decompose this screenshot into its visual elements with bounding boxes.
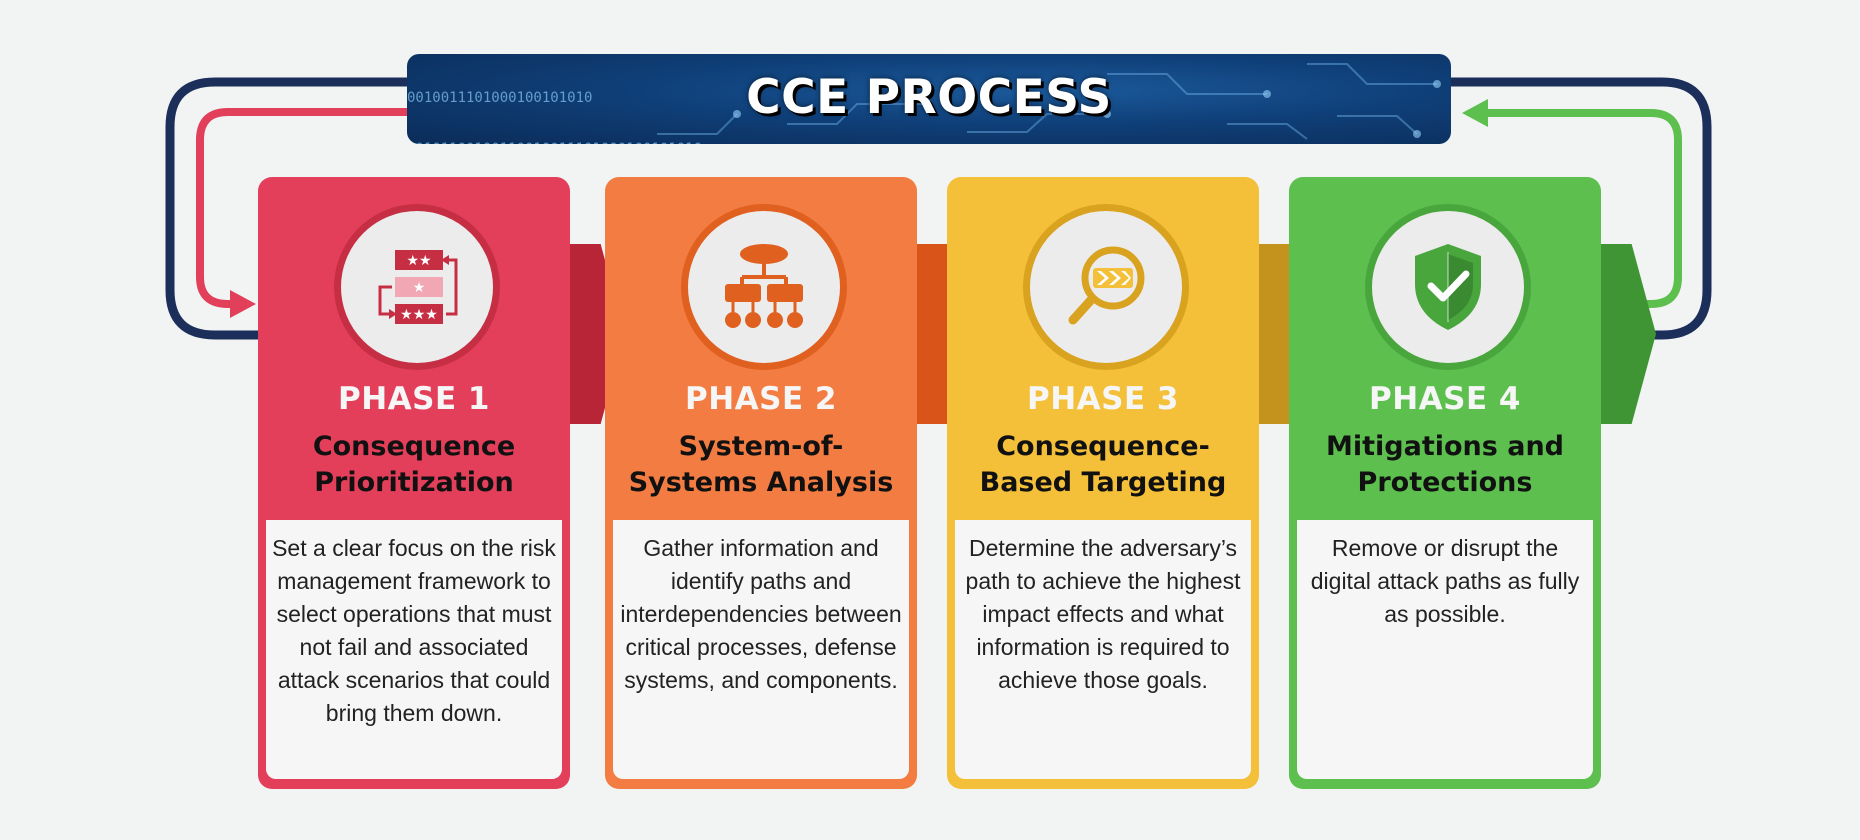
phase-2-label: PHASE 2 xyxy=(684,381,838,417)
phase-4-description-box: Remove or disrupt the digital attack pat… xyxy=(1297,520,1593,779)
phase-4-title: Mitigations and Protections xyxy=(1293,429,1597,501)
circuit-pattern xyxy=(657,63,1441,140)
phase-2-card: PHASE 2 System-of- Systems Analysis Gath… xyxy=(605,177,917,789)
phase-1-title-line: Prioritization xyxy=(314,467,514,498)
phase-3-icon-circle xyxy=(1023,204,1189,370)
svg-text:★★: ★★ xyxy=(406,253,431,269)
phase-4-title-line: Mitigations and xyxy=(1325,431,1564,462)
phase-1-card: ★★ ★ ★★★ PHASE 1 Consequence Prioritizat… xyxy=(258,177,570,789)
shield-check-icon xyxy=(1415,244,1481,330)
phase-3-description-box: Determine the adversary’s path to achiev… xyxy=(955,520,1251,779)
phase-1-label: PHASE 1 xyxy=(337,381,491,417)
phase-1-title-line: Consequence xyxy=(312,431,516,462)
phase-4-title-line: Protections xyxy=(1357,467,1533,498)
binary-code-pattern: 0010011101000100101010 00101100100110010… xyxy=(407,56,702,144)
phase-2-title-line: System-of- xyxy=(678,431,844,462)
phase-1-description-box: Set a clear focus on the risk management… xyxy=(266,520,562,779)
phase-2-title: System-of- Systems Analysis xyxy=(609,429,913,501)
left-arrow-loop xyxy=(196,108,407,308)
phase-3-title-line: Consequence- xyxy=(996,431,1210,462)
left-outer-loop xyxy=(165,77,407,340)
phase-1-title: Consequence Prioritization xyxy=(262,429,566,501)
phase-4-label: PHASE 4 xyxy=(1368,381,1522,417)
page-title: CCE PROCESS xyxy=(746,70,1112,125)
phase-4-card: PHASE 4 Mitigations and Protections Remo… xyxy=(1289,177,1601,789)
binary-line: 0010011101000100101010 xyxy=(407,90,593,106)
phase-3-title-line: Based Targeting xyxy=(979,467,1227,498)
right-arrowhead xyxy=(1462,99,1488,127)
phase-2-description: Gather information and identify paths an… xyxy=(620,535,902,693)
phase-1-icon-circle: ★★ ★ ★★★ xyxy=(334,204,500,370)
svg-text:★: ★ xyxy=(413,280,426,296)
phase-3-label: PHASE 3 xyxy=(1026,381,1180,417)
phase-1-description: Set a clear focus on the risk management… xyxy=(272,535,556,726)
phase-3-description: Determine the adversary’s path to achiev… xyxy=(965,535,1241,693)
binary-line: 00101100100110010011101000100101010 xyxy=(407,141,702,144)
phase-2-title-line: Systems Analysis xyxy=(628,467,894,498)
left-arrowhead xyxy=(230,290,256,318)
prioritized-list-icon: ★★ ★ ★★★ xyxy=(378,250,458,324)
phase-4-icon-circle xyxy=(1365,204,1531,370)
title-banner: 0010011101000100101010 00101100100110010… xyxy=(407,54,1451,144)
phase-4-description: Remove or disrupt the digital attack pat… xyxy=(1310,535,1580,627)
svg-text:★★★: ★★★ xyxy=(400,307,438,323)
phase-2-icon-circle xyxy=(681,204,847,370)
hierarchy-chart-icon xyxy=(725,244,803,328)
right-outer-loop xyxy=(1451,77,1712,340)
right-arrow-loop xyxy=(1482,109,1682,308)
phase-3-card: PHASE 3 Consequence- Based Targeting Det… xyxy=(947,177,1259,789)
phase-2-description-box: Gather information and identify paths an… xyxy=(613,520,909,779)
magnifier-target-icon xyxy=(1068,246,1145,325)
phase-3-title: Consequence- Based Targeting xyxy=(951,429,1255,501)
